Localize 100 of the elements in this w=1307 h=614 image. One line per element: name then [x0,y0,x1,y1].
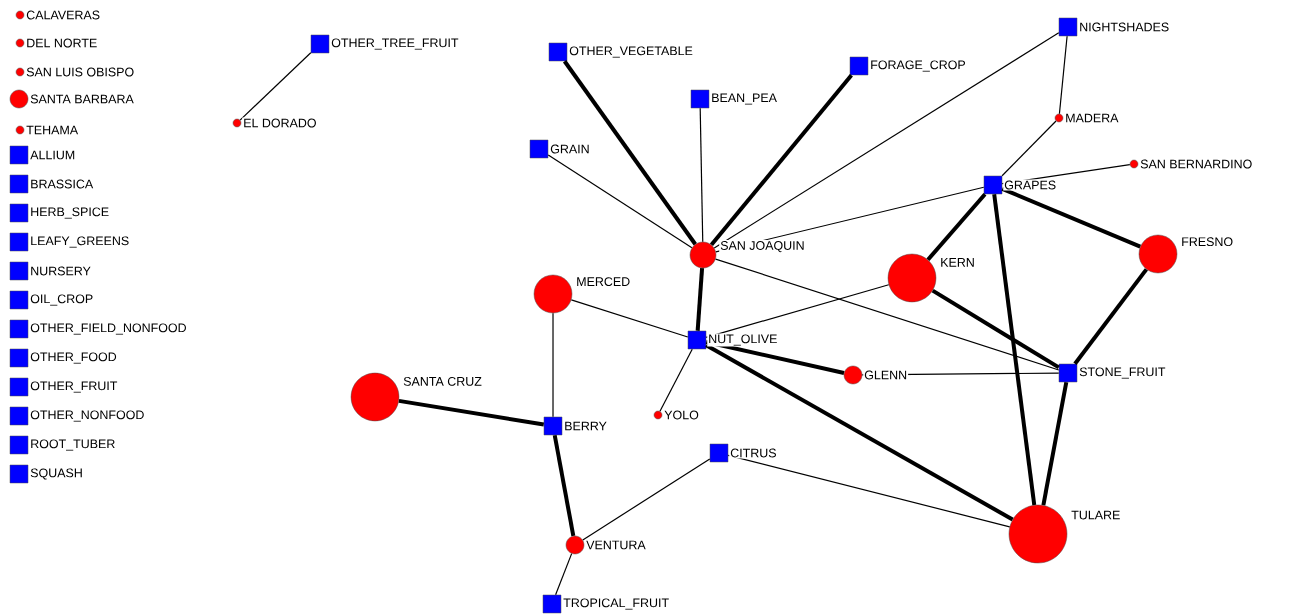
edge-line [1073,268,1148,365]
square-node [9,435,29,455]
node-label: GLENN [863,369,909,381]
node-label: KERN [939,257,976,268]
circle-node [533,274,573,314]
node-label: OTHER_FIELD_NONFOOD [29,322,188,336]
node-label: TROPICAL_FRUIT [562,597,671,611]
edge-line [931,288,1060,370]
edge-line [715,258,1060,371]
edge-line [1041,381,1069,506]
square-node [9,406,29,426]
circle-node [350,372,400,422]
node-label: SAN BERNARDINO [1139,158,1254,170]
edge-line [570,299,689,338]
edge-line [562,60,697,246]
edge-line [1058,35,1068,115]
edge-line [705,284,890,338]
node-label: SAN LUIS OBISPO [25,66,136,78]
node-label: EL DORADO [242,117,318,129]
square-node [709,443,729,463]
edge-line [582,458,711,541]
circle-node [565,535,585,555]
square-node [9,174,29,194]
node-label: OIL_CROP [29,293,95,307]
edge-line [705,343,1014,522]
node-label: OTHER_FRUIT [29,380,119,394]
square-node [9,261,29,281]
circle-node [887,253,937,303]
node-label: NIGHTSHADES [1078,21,1171,33]
node-label: TEHAMA [25,124,80,136]
node-label: CITRUS [729,447,778,459]
square-node [529,139,549,159]
node-label: STONE_FRUIT [1078,366,1167,380]
square-node [542,594,562,614]
node-label: OTHER_TREE_FRUIT [330,37,460,51]
square-node [9,464,29,484]
edge-line [926,192,987,262]
square-node [9,377,29,397]
edge-line [547,154,693,249]
square-node [9,290,29,310]
node-label: SAN JOAQUIN [719,240,806,254]
node-label: FRESNO [1180,236,1235,248]
square-node [9,319,29,339]
circle-node [1138,234,1178,274]
square-node [310,34,330,54]
node-label: LEAFY_GREENS [29,235,131,249]
node-label: NURSERY [29,265,92,277]
node-label: DEL NORTE [25,37,99,49]
node-label: SQUASH [29,467,84,481]
square-node [9,203,29,223]
node-label: ROOT_TUBER [29,438,117,452]
edge-line [713,32,1060,249]
node-label: MADERA [1064,112,1120,124]
node-label: GRAPES [1003,179,1058,191]
node-label: BERRY [563,420,608,432]
node-label: OTHER_NONFOOD [29,409,146,423]
node-label: CALAVERAS [25,9,102,21]
node-label: ALLIUM [29,149,77,161]
square-node [9,145,29,165]
edge-line [239,52,312,121]
node-label: BRASSICA [29,178,95,190]
edge-line [552,312,554,418]
edge-line [695,268,705,331]
square-node [548,42,568,62]
circle-node [689,241,717,269]
node-label: VENTURA [585,539,647,551]
edge-line [992,194,1037,506]
circle-node [843,365,863,385]
edge-line [727,454,1011,528]
square-node [1058,363,1078,383]
edge-line [709,73,853,247]
edge-line [659,348,693,412]
edge-line [705,340,845,375]
edge-line [699,107,704,243]
node-label: SANTA BARBARA [29,93,135,105]
circle-node [1008,504,1068,564]
node-label: MERCED [575,276,632,287]
node-label: GRAIN [549,143,591,155]
node-label: HERB_SPICE [29,206,111,220]
edge-line [1001,120,1057,177]
node-label: BEAN_PEA [710,92,778,106]
node-label: OTHER_VEGETABLE [568,45,694,59]
square-node [9,232,29,252]
edge-line [552,434,576,537]
edge-line [398,398,545,427]
square-node [543,416,563,436]
node-label: TULARE [1070,509,1122,521]
edge-line [555,553,573,596]
square-node [983,175,1003,195]
square-node [690,89,710,109]
circle-node [9,89,29,109]
square-node [849,56,869,76]
square-node [9,348,29,368]
node-label: OTHER_FOOD [29,351,118,365]
node-label: FORAGE_CROP [869,59,967,73]
node-label: NUT_OLIVE [707,333,779,347]
square-node [687,330,707,350]
square-node [1058,17,1078,37]
edge-line [1001,187,1142,249]
node-label: SANTA CRUZ [402,376,483,387]
